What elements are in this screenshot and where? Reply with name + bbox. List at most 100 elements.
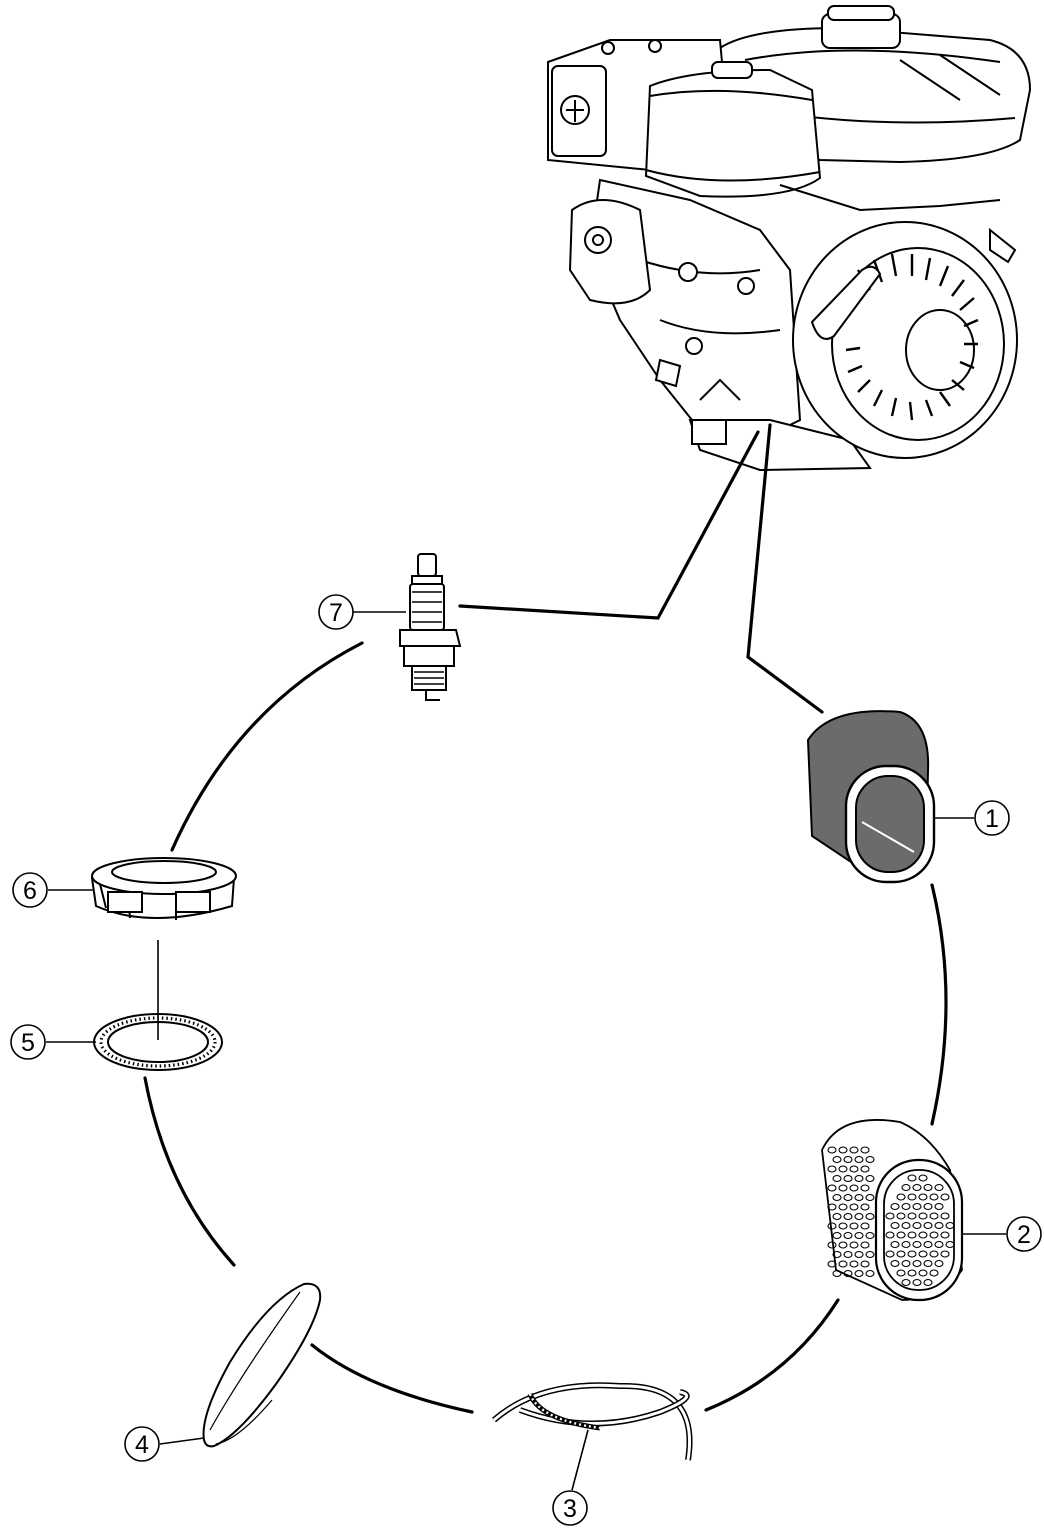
filter-hole xyxy=(885,1250,895,1258)
callout-3: 3 xyxy=(552,1490,588,1526)
filter-hole xyxy=(832,1250,842,1259)
filter-hole xyxy=(849,1165,859,1173)
filter-hole xyxy=(865,1269,875,1278)
filter-hole xyxy=(843,1212,853,1221)
filter-hole xyxy=(860,1241,870,1249)
filter-hole xyxy=(918,1212,928,1220)
filter-hole xyxy=(907,1174,917,1182)
filter-hole xyxy=(912,1259,922,1268)
filter-hole xyxy=(940,1212,950,1220)
filter-hole xyxy=(854,1155,864,1164)
filter-hole xyxy=(860,1165,870,1173)
filter-hole xyxy=(832,1212,842,1221)
filter-hole xyxy=(865,1250,875,1259)
filter-hole xyxy=(929,1250,939,1258)
filter-hole xyxy=(849,1241,859,1249)
filter-hole xyxy=(860,1260,870,1268)
filter-hole xyxy=(901,1240,911,1249)
filter-hole xyxy=(890,1221,900,1230)
foam-filter-part xyxy=(806,710,936,884)
filter-hole xyxy=(890,1202,900,1211)
filter-hole xyxy=(838,1184,848,1192)
engine-connector-line-a xyxy=(746,423,824,714)
filter-hole xyxy=(843,1269,853,1278)
filter-hole xyxy=(940,1231,950,1239)
filter-hole xyxy=(854,1250,864,1259)
filter-hole xyxy=(854,1212,864,1221)
callout-6-label: 6 xyxy=(23,877,37,905)
filter-hole xyxy=(901,1278,911,1287)
filter-hole xyxy=(918,1193,928,1201)
filter-hole xyxy=(865,1212,875,1221)
callout-leaders xyxy=(46,611,1006,1491)
clamp-strip-part xyxy=(492,1382,693,1461)
callout-3-label: 3 xyxy=(563,1495,577,1523)
callout-2-label: 2 xyxy=(1017,1221,1031,1249)
filter-hole xyxy=(923,1259,933,1268)
filter-hole xyxy=(860,1184,870,1192)
filter-hole xyxy=(827,1241,837,1249)
filter-hole xyxy=(901,1259,911,1268)
filter-hole xyxy=(827,1146,837,1154)
filter-hole xyxy=(865,1193,875,1202)
filter-hole xyxy=(860,1203,870,1211)
filter-hole xyxy=(929,1231,939,1239)
filter-hole xyxy=(945,1240,955,1249)
filter-hole xyxy=(934,1259,944,1268)
filter-hole xyxy=(865,1174,875,1183)
filter-hole xyxy=(945,1221,955,1230)
filter-hole xyxy=(860,1146,870,1154)
filter-hole xyxy=(865,1155,875,1164)
callout-2: 2 xyxy=(1006,1216,1042,1252)
filter-hole xyxy=(896,1193,906,1201)
filter-hole xyxy=(912,1221,922,1230)
filter-hole xyxy=(832,1155,842,1164)
fuel-cap-part xyxy=(90,857,237,920)
filter-hole xyxy=(918,1174,928,1182)
filter-hole xyxy=(843,1174,853,1183)
filter-hole xyxy=(907,1212,917,1220)
filter-hole xyxy=(912,1202,922,1211)
filter-hole xyxy=(838,1222,848,1230)
filter-hole xyxy=(843,1193,853,1202)
filter-hole xyxy=(854,1231,864,1240)
filter-hole xyxy=(827,1260,837,1268)
filter-hole xyxy=(854,1193,864,1202)
filter-hole xyxy=(854,1269,864,1278)
filter-hole xyxy=(923,1240,933,1249)
filter-hole xyxy=(929,1193,939,1201)
filter-hole xyxy=(923,1278,933,1287)
callout-4: 4 xyxy=(124,1426,160,1462)
filter-hole xyxy=(923,1183,933,1192)
filter-hole xyxy=(896,1231,906,1239)
filter-hole xyxy=(849,1260,859,1268)
filter-hole xyxy=(912,1278,922,1287)
filter-hole xyxy=(912,1240,922,1249)
filter-hole xyxy=(901,1221,911,1230)
callout-4-label: 4 xyxy=(135,1431,149,1459)
filter-hole xyxy=(923,1221,933,1230)
filter-hole xyxy=(827,1222,837,1230)
filter-hole xyxy=(865,1231,875,1240)
filter-hole xyxy=(849,1203,859,1211)
filter-hole xyxy=(896,1212,906,1220)
filter-hole xyxy=(854,1174,864,1183)
filter-hole xyxy=(843,1250,853,1259)
filter-hole xyxy=(885,1231,895,1239)
callout-5: 5 xyxy=(10,1024,46,1060)
filter-hole xyxy=(923,1202,933,1211)
filter-hole xyxy=(934,1183,944,1192)
filter-hole xyxy=(901,1202,911,1211)
dipstick-knob-part xyxy=(202,1282,322,1448)
filter-hole xyxy=(832,1193,842,1202)
filter-hole xyxy=(860,1222,870,1230)
filter-hole xyxy=(832,1231,842,1240)
filter-hole xyxy=(896,1269,906,1277)
filter-hole xyxy=(896,1250,906,1258)
filter-hole xyxy=(907,1193,917,1201)
filter-hole xyxy=(912,1183,922,1192)
filter-hole xyxy=(838,1165,848,1173)
filter-hole xyxy=(827,1184,837,1192)
callout-1-label: 1 xyxy=(985,805,999,833)
callout-5-label: 5 xyxy=(21,1029,35,1057)
